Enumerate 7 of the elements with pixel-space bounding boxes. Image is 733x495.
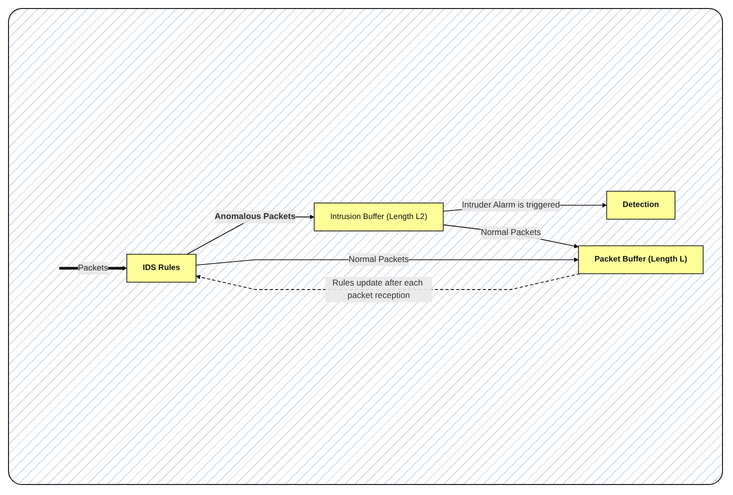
edge-label: Packets	[78, 263, 108, 272]
edge-label: Intruder Alarm is triggered	[462, 200, 560, 210]
edge-label: Normal Packets	[348, 254, 410, 264]
edge-label: Anomalous Packets	[214, 212, 296, 221]
arrow	[443, 224, 579, 248]
edge-label: Rules update after each packet reception	[332, 278, 424, 300]
edge-label: Normal Packets	[481, 228, 542, 238]
